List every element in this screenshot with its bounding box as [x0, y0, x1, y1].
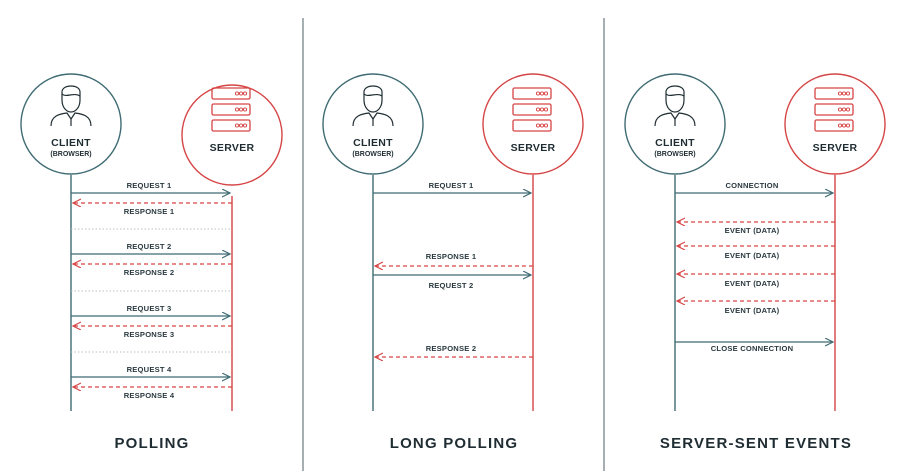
- panel-polling: CLIENT (BROWSER) SERVER REQUEST 1: [20, 73, 283, 452]
- message-request-2: REQUEST 2: [71, 242, 230, 254]
- user-icon: [50, 85, 92, 127]
- message-label: EVENT (DATA): [725, 306, 780, 315]
- message-label: EVENT (DATA): [725, 226, 780, 235]
- message-response-1: RESPONSE 1: [375, 252, 533, 266]
- panel-server-sent-events: CLIENT (BROWSER) SERVER CONNECTION EVENT…: [624, 73, 886, 452]
- panel-long-polling: CLIENT (BROWSER) SERVER REQUEST 1 RESPON…: [322, 73, 584, 452]
- message-request-1: REQUEST 1: [373, 181, 531, 193]
- message-label: REQUEST 2: [429, 281, 474, 290]
- message-label: REQUEST 4: [127, 365, 172, 374]
- message-request-2: REQUEST 2: [373, 275, 531, 290]
- message-request-4: REQUEST 4: [71, 365, 230, 377]
- client-label: CLIENT: [353, 137, 393, 149]
- server-rack-icon: [814, 87, 854, 132]
- client-sublabel: (BROWSER): [352, 151, 393, 158]
- message-label: RESPONSE 2: [124, 268, 175, 277]
- message-label: REQUEST 1: [127, 181, 172, 190]
- message-response-2: RESPONSE 2: [73, 264, 232, 277]
- message-label: RESPONSE 1: [124, 207, 175, 216]
- message-response-1: RESPONSE 1: [73, 203, 232, 216]
- client-label: CLIENT: [655, 137, 695, 149]
- client-sublabel: (BROWSER): [50, 151, 91, 158]
- server-node: SERVER: [784, 73, 886, 175]
- message-request-3: REQUEST 3: [71, 304, 230, 316]
- message-connection: CONNECTION: [675, 181, 833, 193]
- message-label: RESPONSE 4: [124, 391, 175, 400]
- message-event-2: EVENT (DATA): [677, 246, 835, 260]
- message-response-4: RESPONSE 4: [73, 387, 232, 400]
- message-label: CLOSE CONNECTION: [711, 344, 794, 353]
- message-label: EVENT (DATA): [725, 279, 780, 288]
- server-label: SERVER: [813, 142, 858, 154]
- message-label: REQUEST 2: [127, 242, 172, 251]
- message-close-connection: CLOSE CONNECTION: [675, 342, 833, 353]
- user-icon: [352, 85, 394, 127]
- message-label: RESPONSE 3: [124, 330, 175, 339]
- client-label: CLIENT: [51, 137, 91, 149]
- message-event-1: EVENT (DATA): [677, 222, 835, 235]
- message-response-2: RESPONSE 2: [375, 344, 533, 357]
- panel-title: POLLING: [114, 435, 189, 452]
- message-label: REQUEST 3: [127, 304, 172, 313]
- user-icon: [654, 85, 696, 127]
- message-label: RESPONSE 1: [426, 252, 477, 261]
- client-sublabel: (BROWSER): [654, 151, 695, 158]
- message-label: CONNECTION: [725, 181, 778, 190]
- client-node: CLIENT (BROWSER): [624, 73, 726, 175]
- client-node: CLIENT (BROWSER): [322, 73, 424, 175]
- message-event-3: EVENT (DATA): [677, 274, 835, 288]
- server-label: SERVER: [511, 142, 556, 154]
- message-label: RESPONSE 2: [426, 344, 477, 353]
- message-label: EVENT (DATA): [725, 251, 780, 260]
- server-label: SERVER: [210, 142, 255, 154]
- message-event-4: EVENT (DATA): [677, 301, 835, 315]
- message-label: REQUEST 1: [429, 181, 474, 190]
- server-rack-icon: [512, 87, 552, 132]
- panel-title: LONG POLLING: [390, 435, 519, 452]
- server-node: SERVER: [181, 84, 283, 186]
- server-rack-icon: [211, 87, 251, 132]
- client-node: CLIENT (BROWSER): [20, 73, 122, 175]
- message-request-1: REQUEST 1: [71, 181, 230, 193]
- panel-title: SERVER-SENT EVENTS: [660, 435, 852, 452]
- server-node: SERVER: [482, 73, 584, 175]
- message-response-3: RESPONSE 3: [73, 326, 232, 339]
